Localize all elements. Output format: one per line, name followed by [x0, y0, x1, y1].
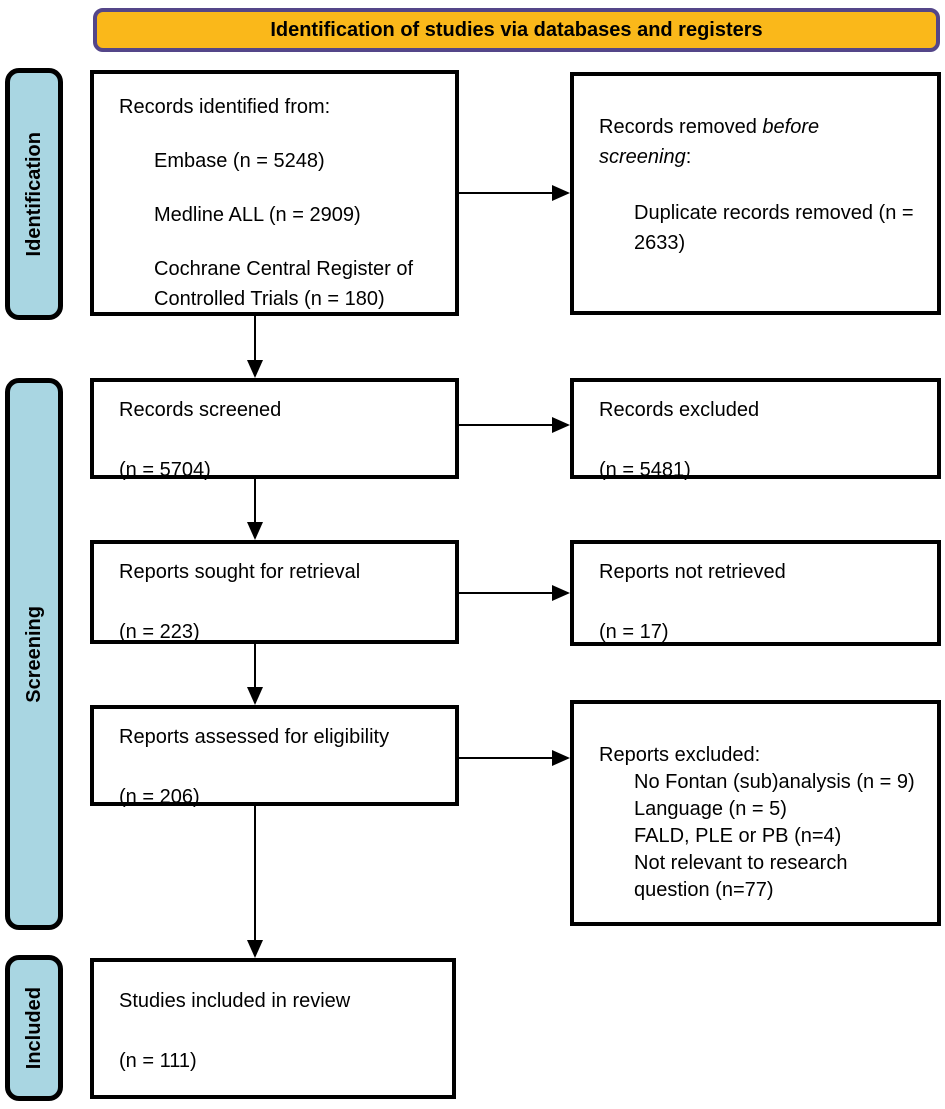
box-item: Cochrane Central Register of Controlled …	[154, 258, 414, 310]
banner: Identification of studies via databases …	[93, 8, 940, 52]
box-title: Records removed before	[599, 116, 820, 138]
stage-label-identification: Identification	[5, 68, 63, 320]
box-item: No Fontan (sub)analysis (n = 9)	[634, 771, 915, 793]
box-item: Language (n = 5)	[634, 798, 787, 820]
box-title-line2: screening:	[599, 146, 692, 168]
box-item: Medline ALL (n = 2909)	[154, 204, 361, 226]
box-count: (n = 17)	[599, 621, 669, 643]
box-reports-not-retrieved: Reports not retrieved (n = 17)	[570, 540, 941, 646]
stage-label-included: Included	[5, 955, 63, 1101]
box-count: (n = 111)	[119, 1050, 197, 1072]
box-reports-sought: Reports sought for retrieval (n = 223)	[90, 540, 459, 644]
box-records-removed: Records removed before screening: Duplic…	[570, 72, 941, 315]
box-item: FALD, PLE or PB (n=4)	[634, 825, 842, 847]
box-title: Reports excluded:	[599, 744, 761, 766]
box-title: Records excluded	[599, 399, 760, 421]
box-item: Embase (n = 5248)	[154, 150, 325, 172]
stage-label-screening: Screening	[5, 378, 63, 930]
box-title: Reports assessed for eligibility	[119, 726, 390, 748]
box-studies-included: Studies included in review (n = 111)	[90, 958, 456, 1099]
box-title: Records screened	[119, 399, 282, 421]
box-item: Duplicate records removed (n = 2633)	[634, 202, 914, 254]
stage-label-text: Identification	[22, 131, 45, 257]
stage-label-text: Included	[22, 986, 45, 1070]
box-records-identified: Records identified from: Embase (n = 524…	[90, 70, 459, 316]
box-count: (n = 206)	[119, 786, 200, 808]
banner-title: Identification of studies via databases …	[270, 18, 763, 41]
box-reports-assessed: Reports assessed for eligibility (n = 20…	[90, 705, 459, 808]
box-count: (n = 5704)	[119, 459, 211, 481]
box-title: Records identified from:	[119, 96, 331, 118]
box-count: (n = 5481)	[599, 459, 691, 481]
box-title: Studies included in review	[119, 990, 351, 1012]
box-reports-excluded: Reports excluded: No Fontan (sub)analysi…	[570, 700, 941, 926]
box-item: Not relevant to research question (n=77)	[634, 852, 848, 901]
box-count: (n = 223)	[119, 621, 200, 643]
box-title: Reports sought for retrieval	[119, 561, 361, 583]
stage-label-text: Screening	[22, 605, 45, 703]
box-records-excluded: Records excluded (n = 5481)	[570, 378, 941, 481]
box-records-screened: Records screened (n = 5704)	[90, 378, 459, 481]
box-title: Reports not retrieved	[599, 561, 786, 583]
